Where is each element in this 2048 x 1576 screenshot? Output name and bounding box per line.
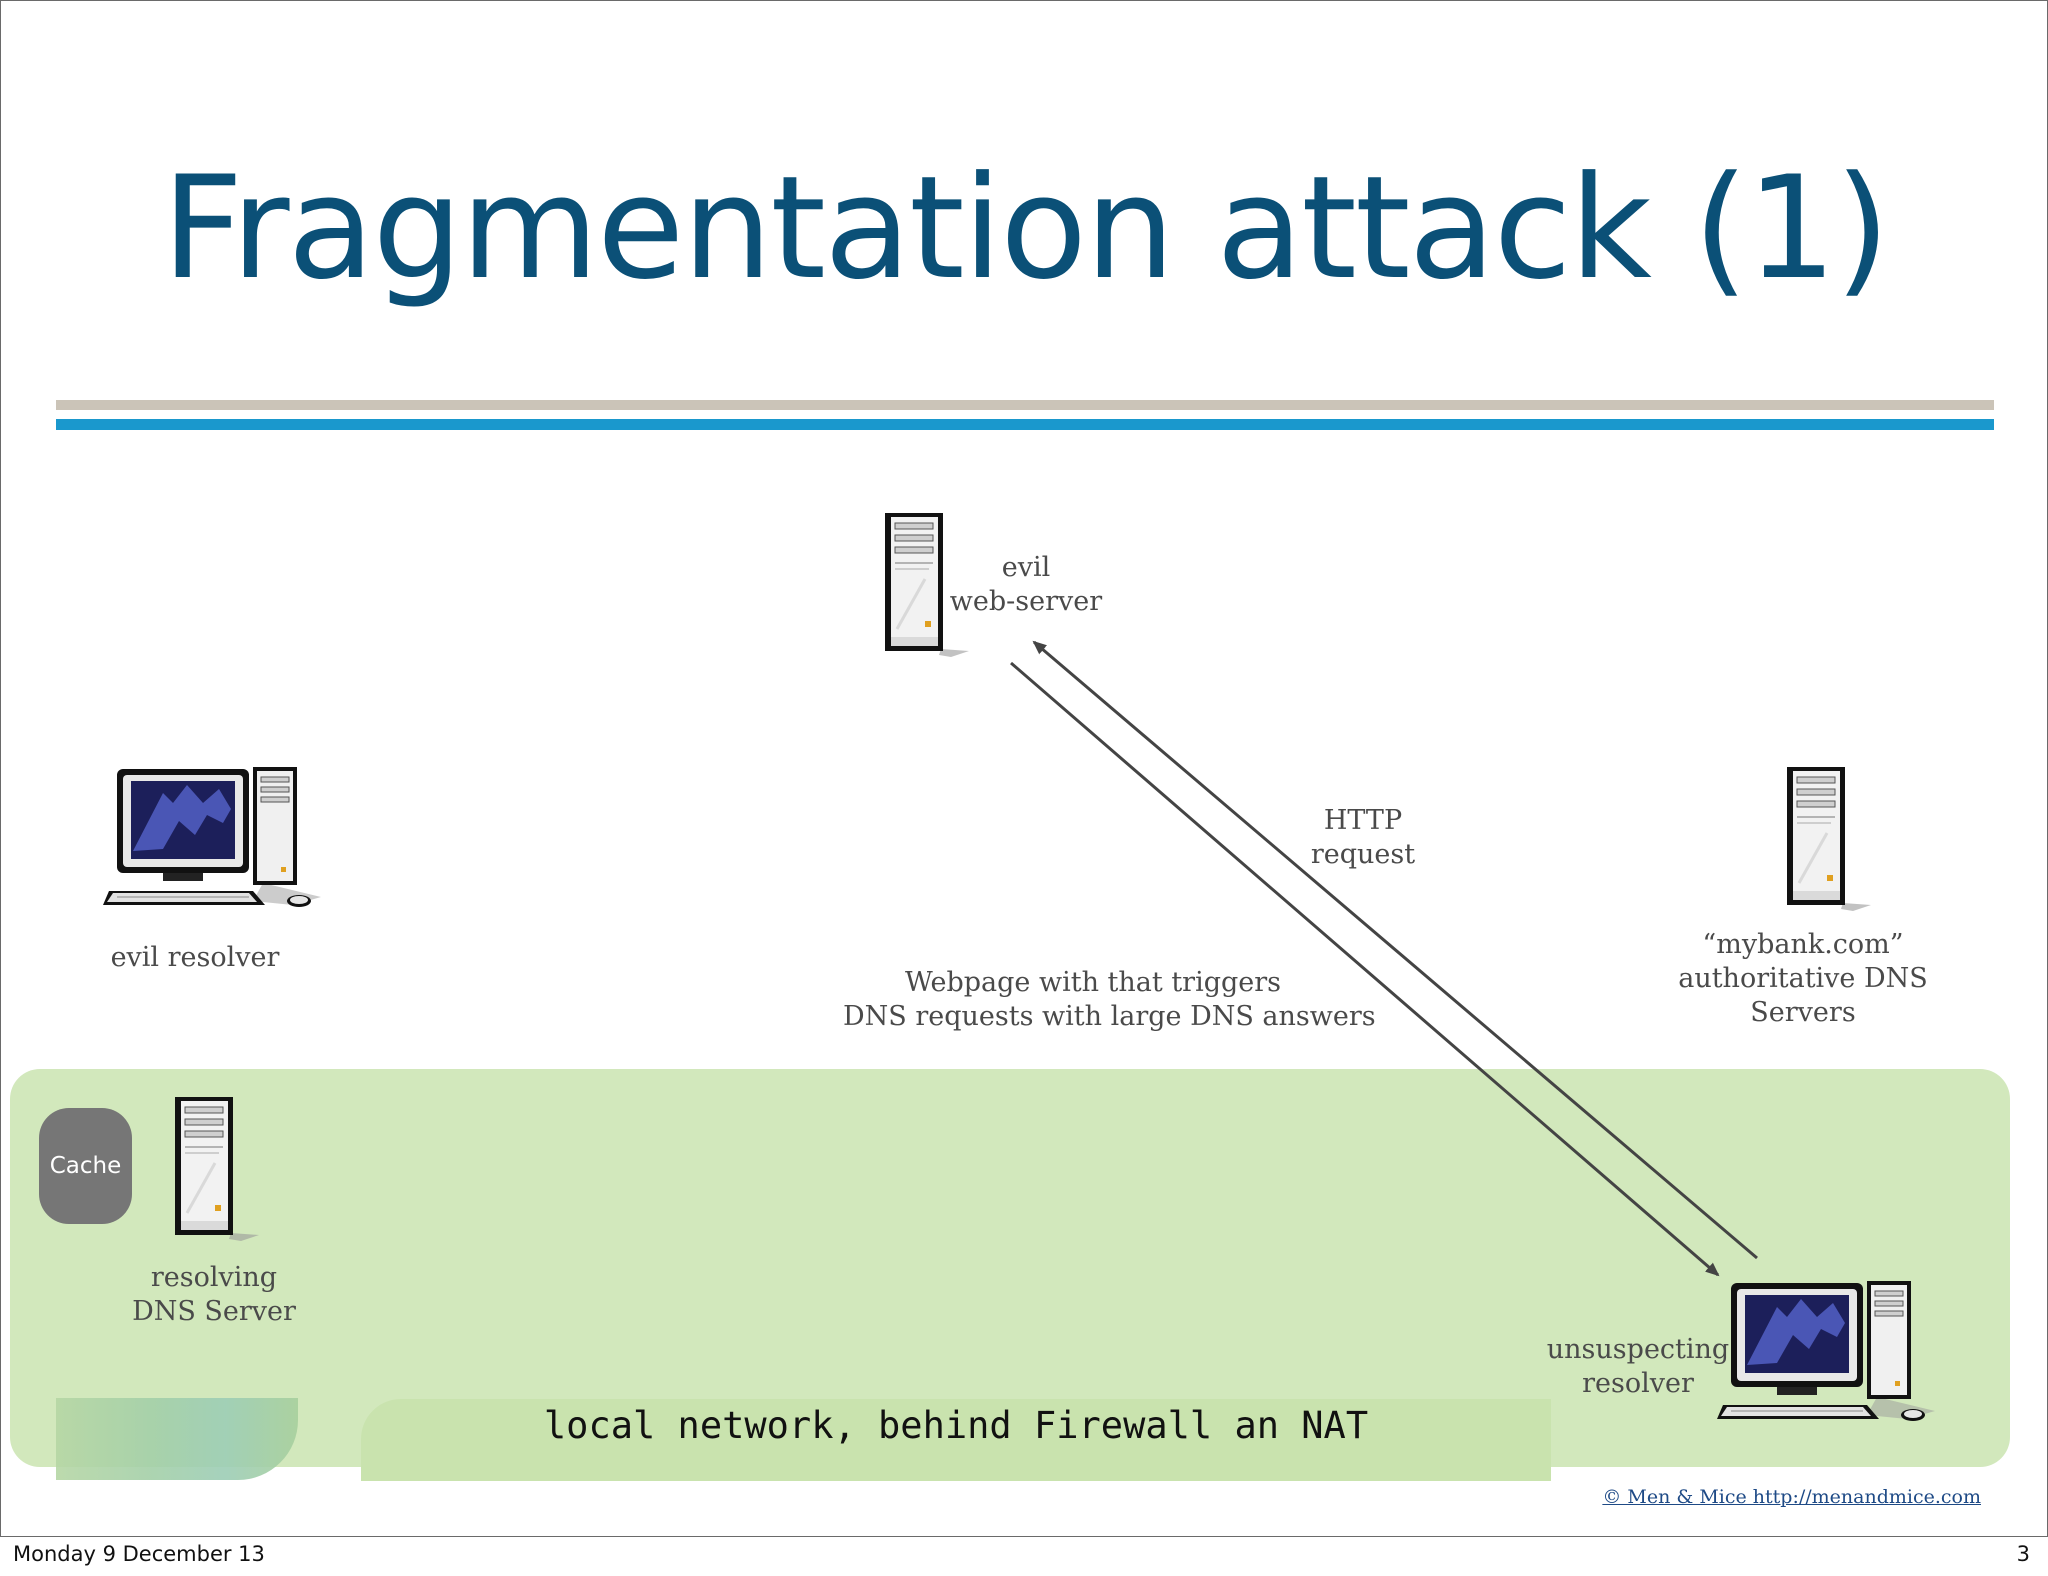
footer-page-number: 3 xyxy=(2016,1542,2030,1566)
evil-web-server-label-line2: web-server xyxy=(949,586,1103,617)
http-request-arrow xyxy=(1032,640,1758,1260)
brand-logo-swatch xyxy=(56,1398,298,1480)
unsuspecting-resolver-label-line1: unsuspecting xyxy=(1546,1334,1730,1365)
evil-resolver-label: evil resolver xyxy=(110,942,280,973)
authoritative-dns-label-line3: Servers xyxy=(1750,997,1856,1028)
http-request-label-line2: request xyxy=(1310,839,1416,870)
title-divider-blue xyxy=(56,419,1994,430)
unsuspecting-resolver-label-line2: resolver xyxy=(1582,1368,1694,1399)
evil-web-server-label-line1: evil xyxy=(1001,552,1051,583)
resolving-dns-label-line2: DNS Server xyxy=(132,1296,296,1327)
slide-title: Fragmentation attack (1) xyxy=(161,146,1890,311)
footer-date: Monday 9 December 13 xyxy=(13,1542,265,1566)
local-network-label: local network, behind Firewall an NAT xyxy=(543,1404,1369,1447)
resolving-dns-label-line1: resolving xyxy=(150,1262,278,1293)
authoritative-dns-label-line2: authoritative DNS xyxy=(1678,963,1928,994)
unsuspecting-resolver-label: unsuspecting resolver xyxy=(1531,1333,1745,1401)
http-request-label-line1: HTTP xyxy=(1323,805,1403,836)
webpage-response-label: Webpage with that triggers DNS requests … xyxy=(843,966,1376,1034)
evil-web-server-label: evil web-server xyxy=(941,551,1111,619)
http-request-label: HTTP request xyxy=(1283,804,1443,872)
cache-badge: Cache xyxy=(39,1108,132,1224)
authoritative-dns-label-line1: “mybank.com” xyxy=(1702,929,1904,960)
title-divider-grey xyxy=(56,400,1994,410)
authoritative-dns-label: “mybank.com” authoritative DNS Servers xyxy=(1661,928,1945,1030)
webpage-response-label-line2: DNS requests with large DNS answers xyxy=(843,1001,1376,1032)
zone-caption-band xyxy=(361,1399,1551,1481)
webpage-response-arrow xyxy=(1010,661,1720,1277)
resolving-dns-label: resolving DNS Server xyxy=(111,1261,317,1329)
copyright-link[interactable]: © Men & Mice http://menandmice.com xyxy=(1602,1486,1981,1508)
slide: Fragmentation attack (1) local network, … xyxy=(0,0,2048,1537)
webpage-response-label-line1: Webpage with that triggers xyxy=(904,967,1282,998)
